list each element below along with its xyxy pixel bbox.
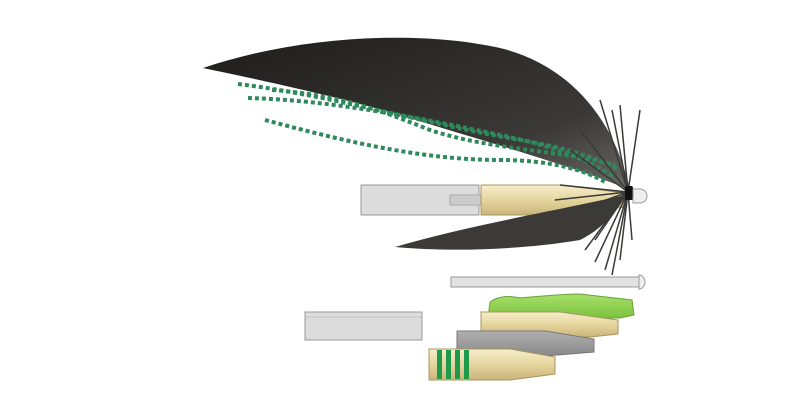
dotted-fibers	[237, 82, 621, 184]
thread-head	[625, 186, 633, 200]
lower-wing	[395, 195, 625, 250]
inner-tube	[449, 194, 483, 206]
rod	[450, 276, 640, 288]
bead-head	[632, 188, 648, 204]
green-rings	[437, 350, 469, 379]
rod-cap	[638, 274, 646, 290]
dotted-fiber	[271, 88, 616, 167]
upper-wing	[203, 37, 630, 190]
gold-cone	[428, 348, 556, 381]
hackle	[554, 99, 641, 276]
gray-sleeve	[304, 311, 423, 341]
dotted-fiber	[264, 118, 607, 184]
dotted-fiber	[247, 96, 617, 180]
